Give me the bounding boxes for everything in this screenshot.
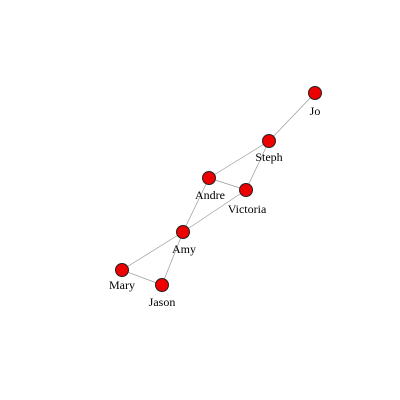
edges-layer [121, 92, 316, 286]
edge-steph-andre [208, 140, 270, 179]
edge-amy-mary [121, 231, 184, 271]
edge-jo-steph [268, 92, 316, 142]
edge-amy-jason [161, 231, 184, 286]
node-andre [202, 171, 216, 185]
node-victoria [239, 183, 253, 197]
node-amy [176, 225, 190, 239]
node-jo [308, 86, 322, 100]
node-label-amy: Amy [172, 242, 196, 256]
edge-andre-amy [182, 177, 210, 233]
edge-mary-jason [121, 269, 163, 286]
node-jason [155, 278, 169, 292]
edge-victoria-amy [182, 189, 247, 233]
node-label-steph: Steph [255, 150, 282, 164]
edge-steph-victoria [245, 140, 270, 191]
node-mary [115, 263, 129, 277]
nodes-layer [115, 86, 322, 292]
node-label-victoria: Victoria [228, 202, 267, 216]
node-label-jo: Jo [310, 104, 321, 118]
node-steph [262, 134, 276, 148]
node-label-mary: Mary [109, 278, 135, 292]
node-label-jason: Jason [149, 295, 176, 309]
node-label-andre: Andre [195, 188, 225, 202]
